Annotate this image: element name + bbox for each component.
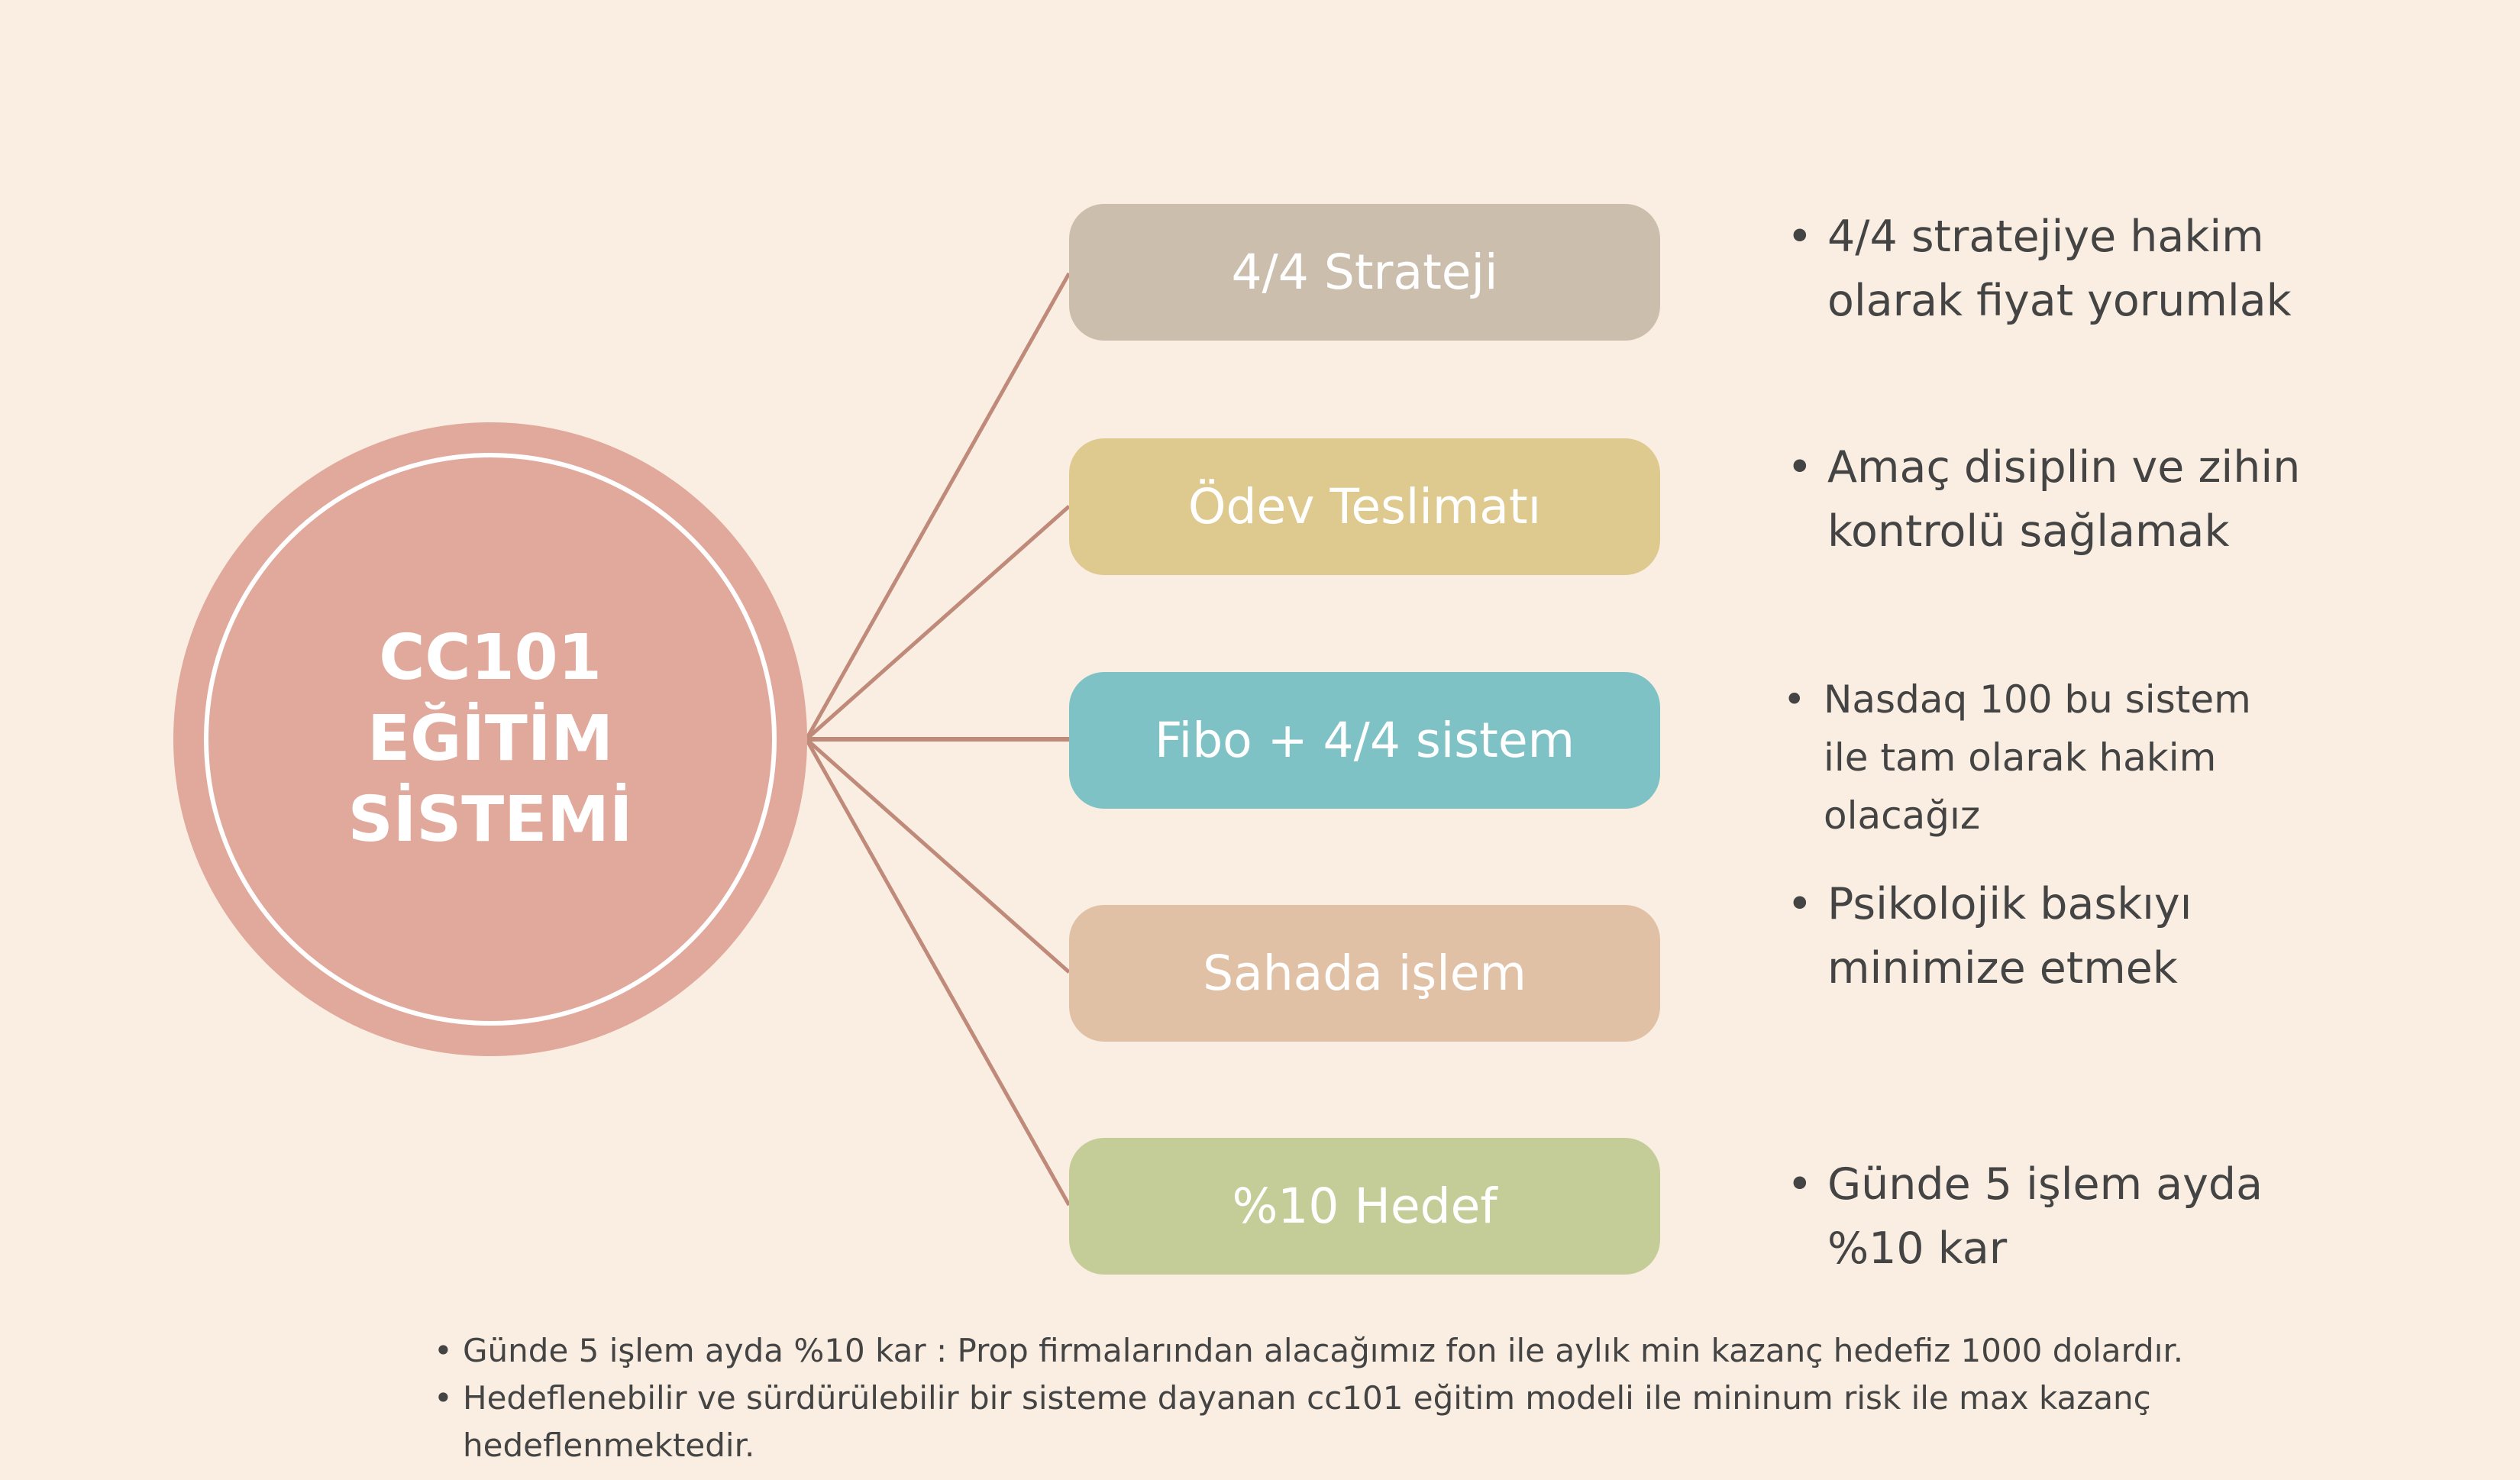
note-3: •Nasdaq 100 bu sistem ile tam olarak hak… <box>1783 671 2257 845</box>
node-hedef: %10 Hedef <box>1069 1138 1660 1275</box>
node-label: Ödev Teslimatı <box>1187 479 1542 535</box>
node-4-4-strateji: 4/4 Strateji <box>1069 204 1660 341</box>
central-ring: CC101 EĞİTİM SİSTEMİ <box>204 453 777 1026</box>
node-label: %10 Hedef <box>1232 1178 1497 1234</box>
connector-line <box>805 738 1071 974</box>
note-2: •Amaç disiplin ve zihin kontrolü sağlama… <box>1787 435 2321 564</box>
central-node: CC101 EĞİTİM SİSTEMİ <box>173 422 807 1056</box>
node-label: Sahada işlem <box>1203 945 1527 1001</box>
footer-text: Günde 5 işlem ayda %10 kar : Prop firmal… <box>463 1332 2184 1369</box>
node-fibo-sistem: Fibo + 4/4 sistem <box>1069 672 1660 809</box>
note-text: 4/4 stratejiye hakim olarak fiyat yoruml… <box>1827 212 2292 326</box>
connector-line <box>805 505 1071 741</box>
node-sahada-islem: Sahada işlem <box>1069 905 1660 1042</box>
node-label: 4/4 Strateji <box>1231 244 1498 300</box>
note-text: Amaç disiplin ve zihin kontrolü sağlamak <box>1827 442 2301 557</box>
note-text: Nasdaq 100 bu sistem ile tam olarak haki… <box>1824 677 2251 838</box>
note-5: •Günde 5 işlem ayda %10 kar <box>1787 1152 2367 1281</box>
footer-item: •Hedeflenebilir ve sürdürülebilir bir si… <box>434 1379 2151 1464</box>
note-1: •4/4 stratejiye hakim olarak fiyat yorum… <box>1787 205 2367 333</box>
connector-line <box>804 272 1071 741</box>
footer-item: •Günde 5 işlem ayda %10 kar : Prop firma… <box>434 1332 2184 1369</box>
connector-line <box>804 738 1071 1207</box>
note-text: Günde 5 işlem ayda %10 kar <box>1827 1159 2263 1274</box>
footer-text: Hedeflenebilir ve sürdürülebilir bir sis… <box>463 1379 2151 1464</box>
central-title: CC101 EĞİTİM SİSTEMİ <box>347 622 633 856</box>
note-4: •Psikolojik baskıyı minimize etmek <box>1787 872 2260 1000</box>
footer-notes: •Günde 5 işlem ayda %10 kar : Prop firma… <box>428 1327 2260 1469</box>
note-text: Psikolojik baskıyı minimize etmek <box>1827 879 2192 994</box>
node-odev-teslimati: Ödev Teslimatı <box>1069 438 1660 575</box>
node-label: Fibo + 4/4 sistem <box>1155 713 1575 768</box>
